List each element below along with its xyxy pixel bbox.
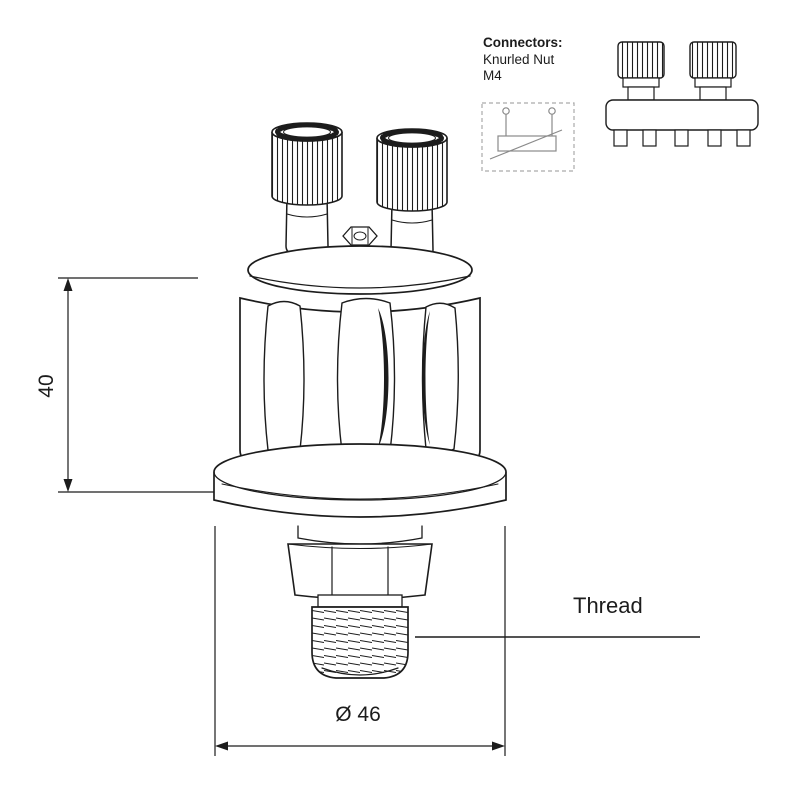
center-screw	[342, 226, 378, 246]
connectors-size: M4	[483, 68, 502, 83]
dimension-diameter: Ø 46	[214, 526, 506, 756]
thread-callout: Thread	[415, 593, 700, 638]
bayonet-ribs	[263, 297, 459, 458]
knurled-nut-left	[271, 122, 343, 255]
terminal-circle-left	[502, 107, 510, 115]
connector-info: Connectors: Knurled Nut M4	[483, 35, 563, 83]
wiring-schematic	[481, 102, 575, 172]
arrow-up-icon	[63, 278, 73, 291]
top-view-knurl-left	[617, 41, 665, 79]
diameter-dimension-label: Ø 46	[335, 703, 381, 726]
top-view-knurl-right	[689, 41, 737, 79]
knurled-nut-right	[376, 128, 448, 259]
flange	[213, 443, 507, 518]
arrow-down-icon	[63, 479, 73, 492]
height-dimension-label: 40	[35, 374, 58, 397]
arrow-right-icon	[492, 741, 505, 751]
thread-label: Thread	[573, 593, 643, 618]
connectors-type: Knurled Nut	[483, 52, 555, 67]
threaded-stud	[311, 594, 409, 679]
terminal-circle-right	[548, 107, 556, 115]
connector-top-view	[605, 41, 759, 147]
hex-nut	[287, 543, 433, 600]
connectors-title: Connectors:	[483, 35, 563, 50]
arrow-left-icon	[215, 741, 228, 751]
washer-neck	[297, 525, 423, 545]
top-view-base	[605, 99, 759, 131]
housing-top	[247, 245, 473, 295]
main-sensor-drawing	[213, 122, 507, 679]
dimension-height: 40	[35, 277, 214, 493]
